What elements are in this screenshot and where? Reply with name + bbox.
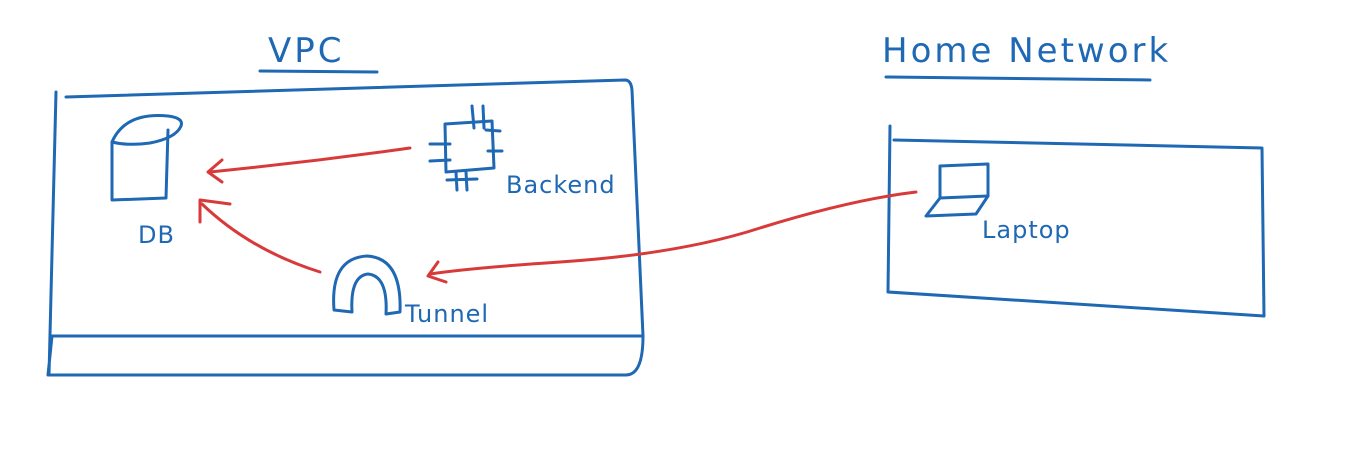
- chip-icon: [428, 104, 504, 192]
- home-network-title-underline: [884, 75, 1152, 82]
- home-network-boundary: [886, 124, 1266, 318]
- tunnel-arch-icon: [332, 254, 402, 316]
- laptop-label: Laptop: [982, 216, 1071, 244]
- arrow-backend-to-db: [206, 146, 412, 184]
- vpc-boundary: [46, 78, 645, 377]
- database-cylinder-icon: [110, 114, 183, 202]
- db-label: DB: [138, 221, 175, 249]
- laptop-icon: [924, 162, 990, 218]
- vpc-title-underline: [258, 69, 379, 74]
- tunnel-label: Tunnel: [404, 300, 489, 328]
- arrow-laptop-to-tunnel: [426, 190, 918, 284]
- arrow-tunnel-to-db: [198, 198, 322, 274]
- vpc-title: VPC: [268, 31, 345, 71]
- home-network-title: Home Network: [882, 31, 1171, 71]
- backend-label: Backend: [506, 171, 616, 199]
